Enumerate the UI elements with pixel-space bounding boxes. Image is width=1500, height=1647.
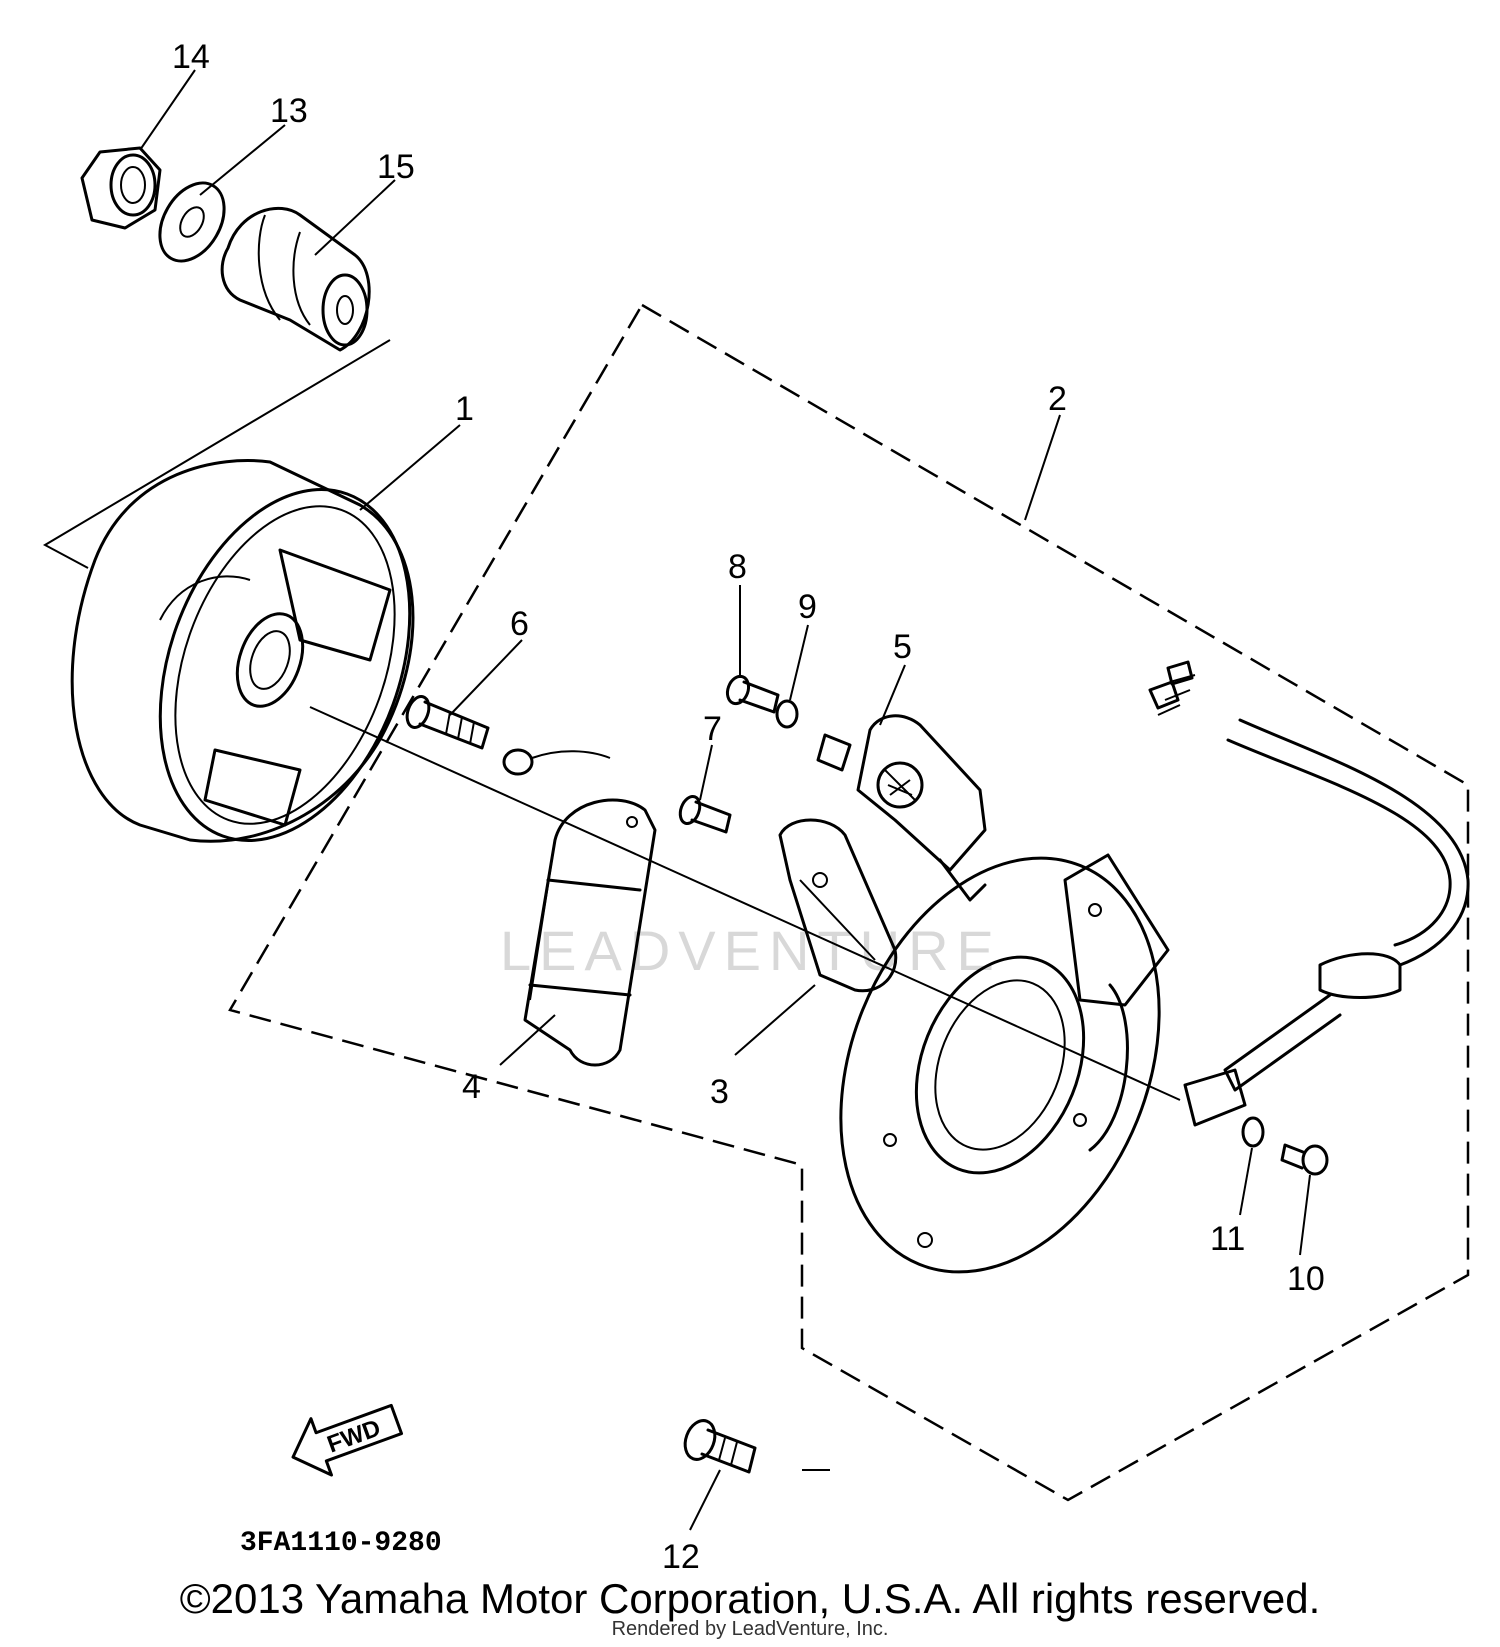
part-10-screw xyxy=(1280,1143,1329,1176)
part-11-washer xyxy=(1241,1116,1265,1148)
reference-line xyxy=(42,339,391,569)
part-13-washer xyxy=(158,181,226,263)
part-label-1: 1 xyxy=(455,390,474,428)
part-grommet xyxy=(502,748,611,776)
leader-line xyxy=(449,639,523,716)
leader-line xyxy=(1024,414,1061,521)
part-label-14: 14 xyxy=(172,38,210,76)
part-label-10: 10 xyxy=(1287,1260,1325,1298)
assembly-boundary xyxy=(228,303,1470,1502)
leader-line xyxy=(879,664,906,726)
leader-line xyxy=(734,984,816,1056)
part-7-screw xyxy=(678,794,732,834)
part-label-5: 5 xyxy=(893,628,912,666)
rendered-by-credit: Rendered by LeadVenture, Inc. xyxy=(611,1618,889,1640)
leader-line xyxy=(699,744,713,801)
part-label-6: 6 xyxy=(510,605,529,643)
wire-harness xyxy=(1148,660,1470,1127)
watermark-text: LEADVENTURE xyxy=(500,919,1002,982)
part-label-2: 2 xyxy=(1048,380,1067,418)
leader-line xyxy=(139,69,196,151)
leader-line xyxy=(199,124,286,196)
part-15-collar xyxy=(220,206,371,352)
part-6-screw xyxy=(405,695,490,750)
leader-line xyxy=(359,424,461,511)
stator-plate xyxy=(839,853,1170,1274)
part-4-coil xyxy=(523,798,657,1067)
copyright-notice: ©2013 Yamaha Motor Corporation, U.S.A. A… xyxy=(179,1575,1321,1622)
catalog-code: 3FA1110-9280 xyxy=(240,1528,442,1559)
leader-line xyxy=(314,179,396,256)
part-8-screw xyxy=(725,674,780,714)
part-label-15: 15 xyxy=(377,148,415,186)
leader-line xyxy=(689,1469,721,1531)
part-label-4: 4 xyxy=(462,1068,481,1106)
reference-line xyxy=(309,706,1181,1101)
leader-line xyxy=(789,624,809,701)
part-9-washer xyxy=(775,699,799,729)
part-label-13: 13 xyxy=(270,92,308,130)
part-label-11: 11 xyxy=(1210,1220,1245,1258)
part-label-3: 3 xyxy=(710,1073,729,1111)
part-label-9: 9 xyxy=(798,588,817,626)
part-1-rotor xyxy=(70,459,415,843)
forward-arrow: FWD xyxy=(291,1403,404,1477)
part-14-nut xyxy=(80,146,162,230)
leader-line xyxy=(499,1014,556,1066)
part-label-12: 12 xyxy=(662,1538,700,1576)
part-label-7: 7 xyxy=(703,710,722,748)
leader-line xyxy=(1299,1174,1311,1256)
leader-line xyxy=(1239,1147,1253,1216)
part-label-8: 8 xyxy=(728,548,747,586)
part-5-breaker xyxy=(816,714,987,902)
part-12-screw xyxy=(683,1419,757,1474)
